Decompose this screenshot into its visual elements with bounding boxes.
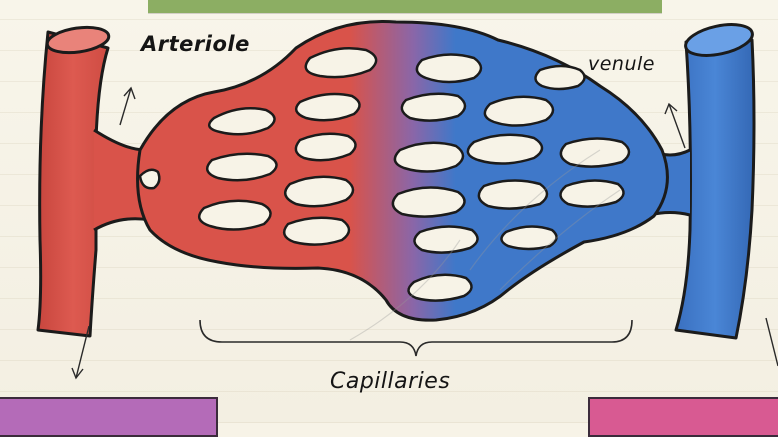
capillaries-label: Capillaries — [330, 369, 450, 394]
venule-arrow — [665, 104, 685, 148]
artery-caption-box — [0, 397, 218, 437]
artery-vessel — [38, 24, 150, 336]
venule-label: venule — [588, 53, 655, 75]
capillary-bed-diagram — [0, 0, 778, 423]
arteriole-label: Arteriole — [141, 32, 250, 56]
vein-down-arrow — [766, 318, 778, 366]
capillaries-brace — [200, 320, 632, 356]
arteriole-arrow — [120, 88, 135, 125]
vein-caption-box — [588, 397, 778, 437]
